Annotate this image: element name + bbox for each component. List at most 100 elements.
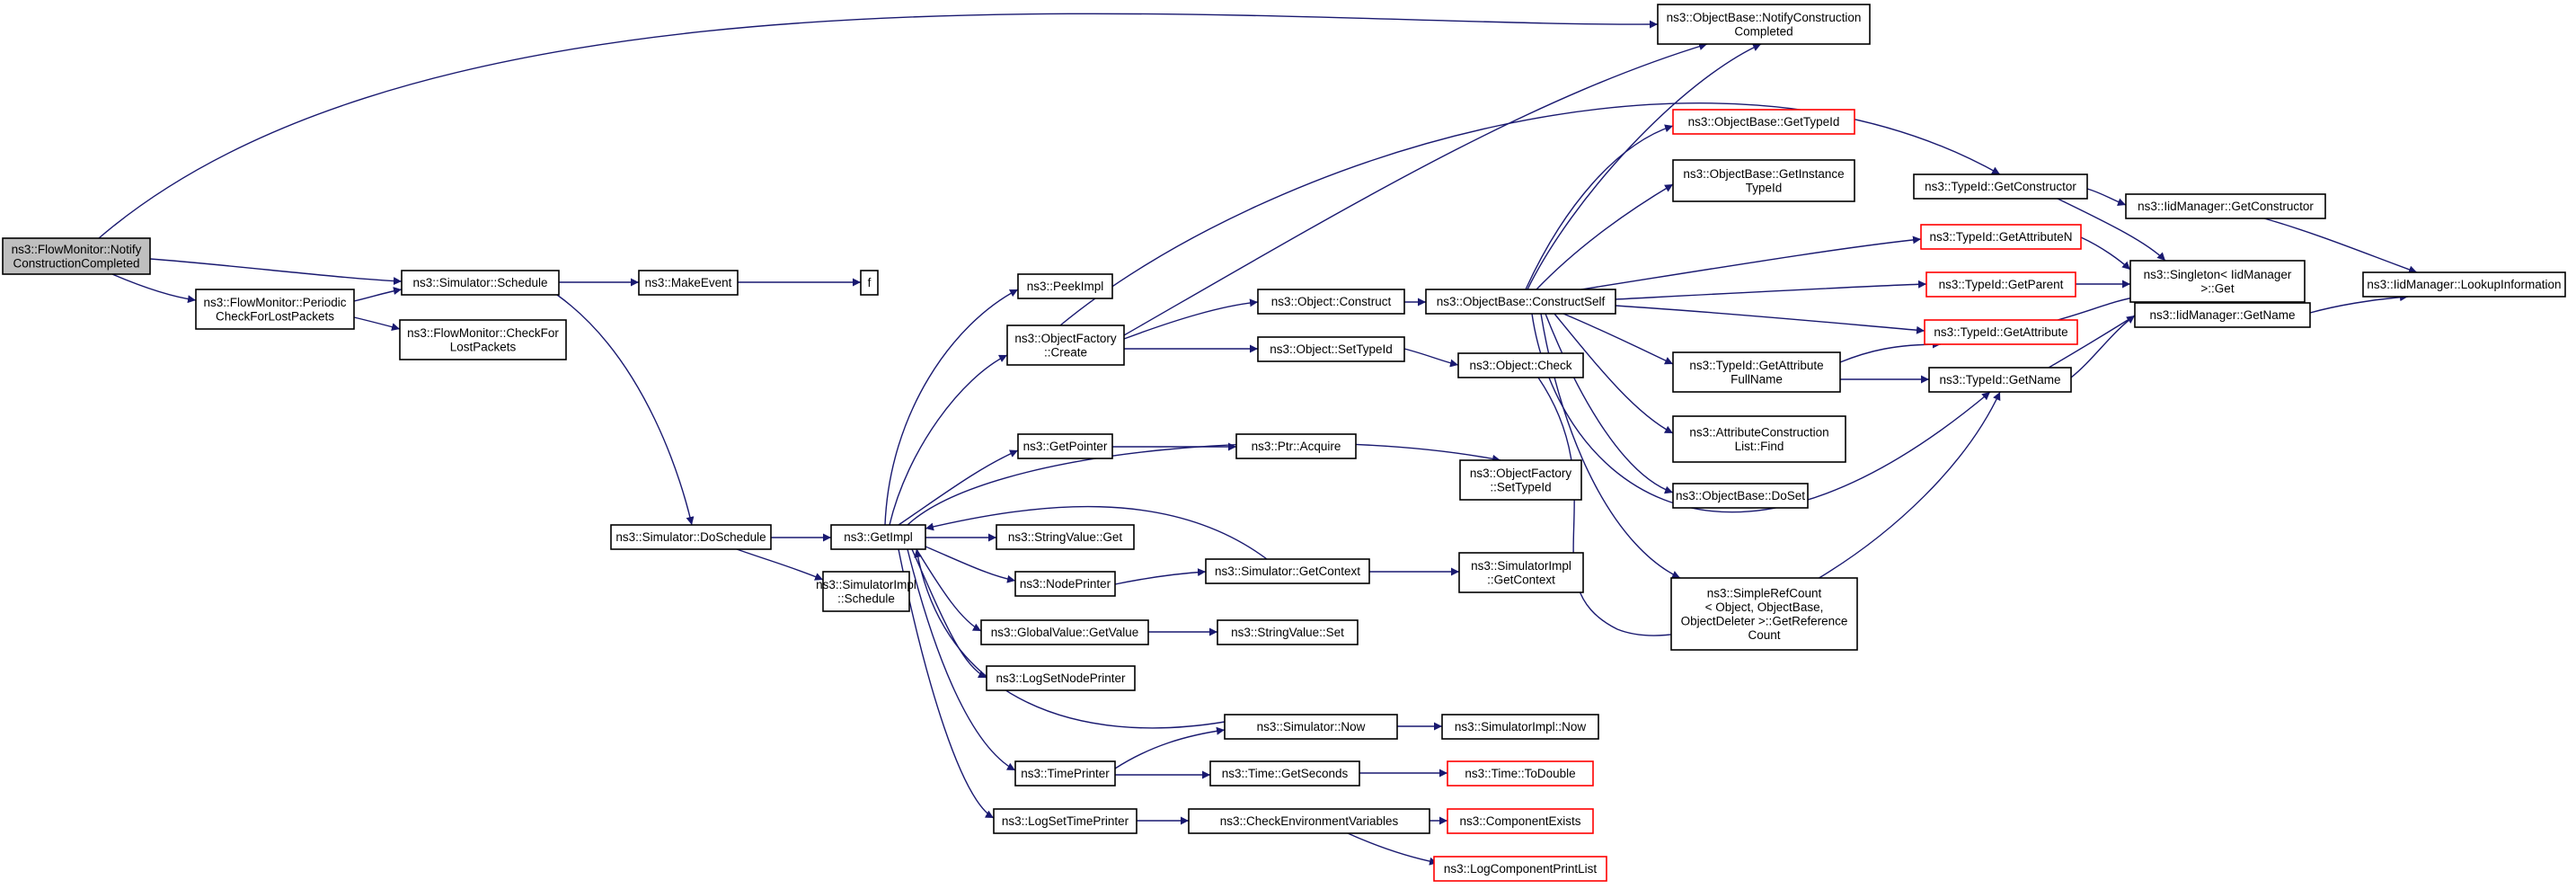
node-box: [1672, 351, 1841, 393]
node-simnow[interactable]: ns3::Simulator::Now: [1224, 714, 1398, 740]
node-label: ns3::GetImpl: [844, 530, 913, 544]
node-getimpl[interactable]: ns3::GetImpl: [830, 524, 926, 550]
node-label: ns3::IidManager::GetName: [2149, 308, 2295, 322]
node-peekimpl[interactable]: ns3::PeekImpl: [1017, 273, 1113, 299]
edge-getimpl-to-peekimpl: [884, 289, 1019, 526]
node-doschedule[interactable]: ns3::Simulator::DoSchedule: [610, 524, 772, 550]
node-makeevent[interactable]: ns3::MakeEvent: [638, 270, 739, 296]
node-objconstruct[interactable]: ns3::Object::Construct: [1257, 289, 1405, 315]
node-logsetnode[interactable]: ns3::LogSetNodePrinter: [986, 665, 1136, 691]
node-obdoset[interactable]: ns3::ObjectBase::DoSet: [1672, 483, 1809, 509]
node-label: List::Find: [1735, 440, 1784, 453]
node-checkenv[interactable]: ns3::CheckEnvironmentVariables: [1188, 808, 1430, 834]
node-ofcreate[interactable]: ns3::ObjectFactory::Create: [1006, 324, 1125, 366]
edge-constructself-to-tidgetattrfull: [1562, 313, 1674, 365]
edge-getimpl-to-getpointer: [898, 449, 1019, 526]
node-box: [1217, 619, 1359, 645]
edge-constructself-to-tidgetattrn: [1580, 236, 1922, 290]
edge-checkenv-to-logcomplist: [1347, 832, 1438, 866]
node-box: [1670, 577, 1858, 651]
edge-tidgetattrn-to-singleton: [2080, 236, 2131, 271]
node-label: FullName: [1731, 372, 1783, 386]
node-label: ns3::Simulator::Now: [1257, 720, 1366, 733]
node-iidgetconstructor[interactable]: ns3::IidManager::GetConstructor: [2125, 193, 2326, 219]
node-ptracquire[interactable]: ns3::Ptr::Acquire: [1235, 433, 1357, 459]
node-label: ns3::ObjectBase::GetInstance: [1683, 167, 1844, 181]
node-simimplsched[interactable]: ns3::SimulatorImpl::Schedule: [816, 571, 916, 612]
node-obgettypeid[interactable]: ns3::ObjectBase::GetTypeId: [1672, 109, 1855, 135]
node-getcontext[interactable]: ns3::Simulator::GetContext: [1205, 558, 1370, 584]
node-tidgetparent[interactable]: ns3::TypeId::GetParent: [1925, 271, 2076, 298]
node-root[interactable]: ns3::FlowMonitor::NotifyConstructionComp…: [2, 237, 151, 275]
node-box: [1014, 760, 1116, 787]
node-timeprinter[interactable]: ns3::TimePrinter: [1014, 760, 1116, 787]
node-label: ns3::ObjectBase::GetTypeId: [1688, 115, 1840, 129]
node-compexists[interactable]: ns3::ComponentExists: [1447, 808, 1594, 834]
node-notify[interactable]: ns3::ObjectBase::NotifyConstructionCompl…: [1657, 4, 1871, 45]
edge-tidgetname-to-iidgetname: [2070, 315, 2136, 378]
node-label: ns3::ObjectBase::NotifyConstruction: [1667, 11, 1862, 24]
node-simimplnow[interactable]: ns3::SimulatorImpl::Now: [1441, 714, 1599, 740]
node-box: [1458, 552, 1584, 593]
node-f[interactable]: f: [860, 270, 879, 296]
node-timegetseconds[interactable]: ns3::Time::GetSeconds: [1209, 760, 1360, 787]
node-periodic[interactable]: ns3::FlowMonitor::PeriodicCheckForLostPa…: [195, 289, 355, 330]
edge-constructself-to-attrconstfind: [1554, 313, 1674, 434]
node-logcomplist[interactable]: ns3::LogComponentPrintList: [1433, 856, 1607, 882]
node-globalvalue[interactable]: ns3::GlobalValue::GetValue: [980, 619, 1149, 645]
edge-getimpl-to-ofcreate: [889, 354, 1008, 526]
node-box: [1913, 173, 2088, 200]
node-schedule[interactable]: ns3::Simulator::Schedule: [401, 270, 560, 296]
edge-constructself-to-tidgetparent: [1615, 280, 1927, 300]
node-box: [1672, 159, 1855, 202]
node-singleton[interactable]: ns3::Singleton< IidManager>::Get: [2129, 260, 2306, 303]
edges: [98, 13, 2418, 866]
node-constructself[interactable]: ns3::ObjectBase::ConstructSelf: [1425, 289, 1616, 315]
edge-ofcreate-to-objconstruct: [1123, 298, 1259, 340]
edge-nodeprinter-to-getcontext: [1114, 568, 1207, 585]
node-label: ::Create: [1044, 345, 1087, 359]
node-simimplgetctx[interactable]: ns3::SimulatorImpl::GetContext: [1458, 552, 1584, 593]
node-box: [2362, 271, 2566, 298]
node-getpointer[interactable]: ns3::GetPointer: [1017, 433, 1113, 459]
node-box: [1672, 109, 1855, 135]
node-label: ns3::NodePrinter: [1020, 577, 1111, 591]
edge-getimpl-to-logsetnode: [911, 548, 987, 679]
node-label: < Object, ObjectBase,: [1705, 600, 1824, 614]
node-box: [986, 665, 1136, 691]
node-box: [2134, 302, 2311, 328]
node-lookupinfo[interactable]: ns3::IidManager::LookupInformation: [2362, 271, 2566, 298]
node-simplerefcount[interactable]: ns3::SimpleRefCount< Object, ObjectBase,…: [1670, 577, 1858, 651]
node-objcheck[interactable]: ns3::Object::Check: [1457, 352, 1584, 378]
node-checkfor[interactable]: ns3::FlowMonitor::CheckForLostPackets: [399, 319, 567, 360]
node-label: ns3::ObjectBase::ConstructSelf: [1437, 295, 1606, 308]
node-label: ConstructionCompleted: [13, 256, 139, 270]
node-logsettime[interactable]: ns3::LogSetTimePrinter: [993, 808, 1138, 834]
node-stringvalueset[interactable]: ns3::StringValue::Set: [1217, 619, 1359, 645]
node-ofsettypeid[interactable]: ns3::ObjectFactory::SetTypeId: [1459, 459, 1582, 501]
node-label: ns3::ObjectFactory: [1470, 467, 1572, 480]
node-box: [1672, 483, 1809, 509]
node-box: [830, 524, 926, 550]
node-todouble[interactable]: ns3::Time::ToDouble: [1447, 760, 1594, 787]
node-stringvalueget[interactable]: ns3::StringValue::Get: [996, 524, 1135, 550]
node-tidgetname[interactable]: ns3::TypeId::GetName: [1928, 367, 2072, 393]
node-box: [1433, 856, 1607, 882]
node-box: [1425, 289, 1616, 315]
node-label: ns3::Ptr::Acquire: [1252, 440, 1341, 453]
node-label: ns3::ObjectBase::DoSet: [1676, 489, 1805, 502]
node-label: ns3::Singleton< IidManager: [2144, 268, 2292, 281]
node-box: [1209, 760, 1360, 787]
node-objsettypeid[interactable]: ns3::Object::SetTypeId: [1257, 336, 1405, 362]
node-tidgetattrn[interactable]: ns3::TypeId::GetAttributeN: [1920, 224, 2082, 250]
node-tidgetconstructor[interactable]: ns3::TypeId::GetConstructor: [1913, 173, 2088, 200]
node-tidgetattr[interactable]: ns3::TypeId::GetAttribute: [1924, 319, 2078, 345]
node-iidgetname[interactable]: ns3::IidManager::GetName: [2134, 302, 2311, 328]
node-nodeprinter[interactable]: ns3::NodePrinter: [1014, 571, 1116, 597]
node-label: ns3::Simulator::DoSchedule: [615, 530, 766, 544]
node-label: ns3::FlowMonitor::Notify: [12, 243, 142, 256]
